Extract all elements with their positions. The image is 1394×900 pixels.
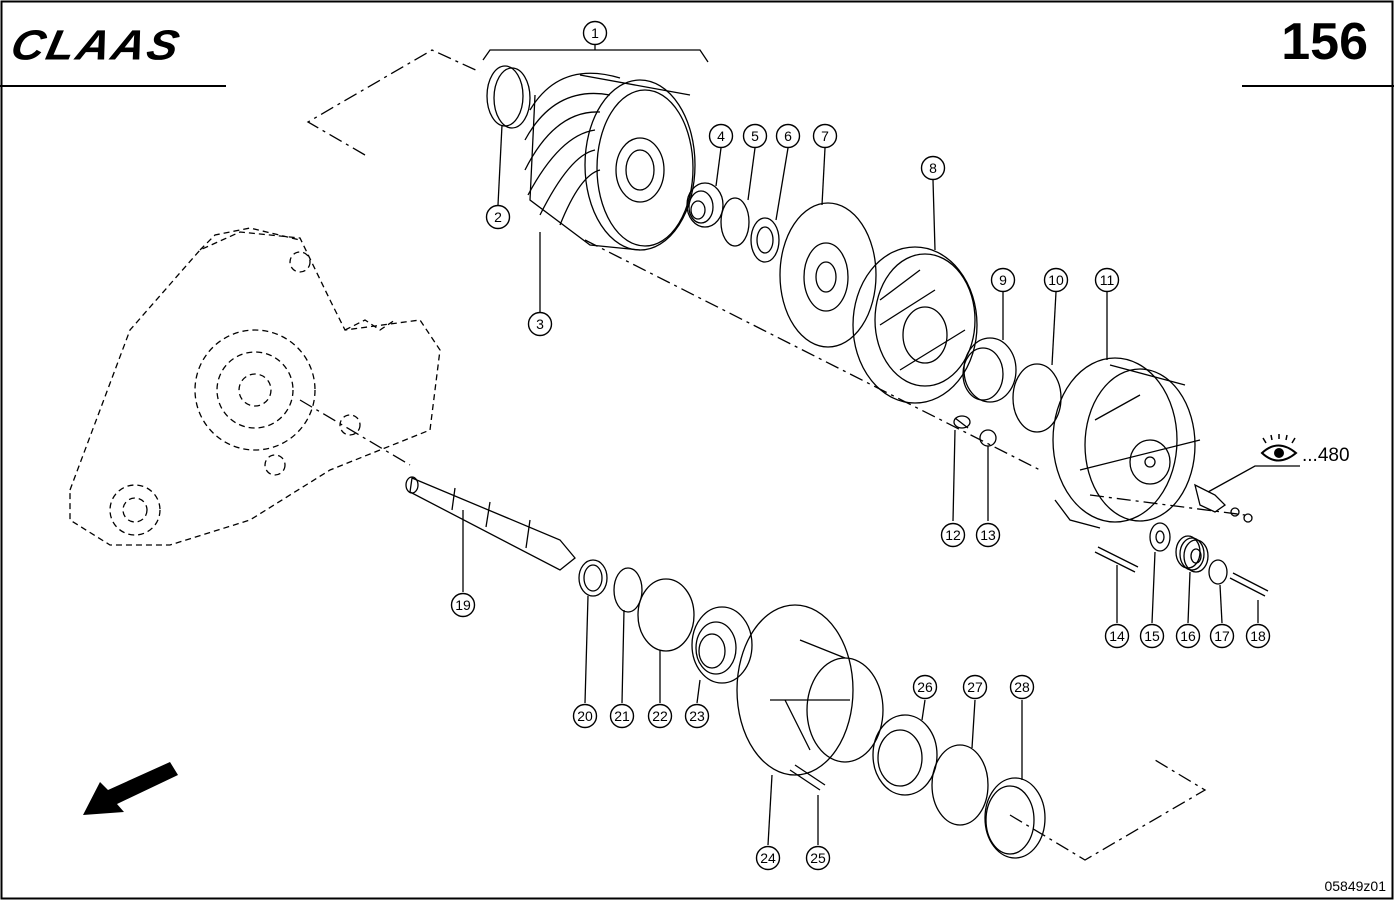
- bearing-26: [872, 714, 938, 796]
- callout-bubble: [684, 703, 710, 729]
- callout-label: 26: [917, 679, 933, 695]
- retaining-ring-2: [486, 65, 531, 129]
- clutch-disc-7: [779, 202, 877, 348]
- callout-bubble: [1245, 623, 1271, 649]
- axis-main: [584, 239, 1041, 471]
- washer-17: [1208, 559, 1228, 585]
- callout-label: 7: [821, 128, 829, 144]
- callout-bubble: [755, 845, 781, 871]
- callout-label: 9: [999, 272, 1007, 288]
- callout-bubble: [1009, 674, 1035, 700]
- callout-label: 17: [1214, 628, 1230, 644]
- callout-label: 13: [980, 527, 996, 543]
- callout-bubble: [1094, 267, 1120, 293]
- ring-20: [578, 559, 608, 597]
- shaft-19: [405, 476, 576, 571]
- eye-reference-text: ...480: [1302, 445, 1350, 466]
- drawing-reference: 05849z01: [1324, 878, 1386, 894]
- callout-bubble: [450, 592, 476, 618]
- eye-icon: [1260, 434, 1298, 462]
- callout-bubble: [1139, 623, 1165, 649]
- axis-top-left: [306, 49, 481, 156]
- pulley-assembly: [524, 72, 696, 251]
- callout-label: 23: [689, 708, 705, 724]
- gearbox-housing: [69, 227, 441, 546]
- callout-label: 25: [810, 850, 826, 866]
- bearing-housing-24: [736, 604, 884, 776]
- callout-bubble: [485, 204, 511, 230]
- callout-label: 20: [577, 708, 593, 724]
- ring-22: [637, 578, 695, 652]
- ring-27: [931, 744, 989, 826]
- bearing-23: [691, 606, 753, 684]
- page-number: 156: [1281, 13, 1368, 71]
- callout-bubble: [940, 522, 966, 548]
- callout-label: 18: [1250, 628, 1266, 644]
- brand-logo: CLAAS: [6, 21, 186, 69]
- callout-label: 8: [929, 160, 937, 176]
- callout-bubble: [775, 123, 801, 149]
- bolt-14: [1094, 546, 1139, 573]
- circlip-21: [613, 567, 643, 613]
- callout-label: 2: [494, 209, 502, 225]
- ring-28: [984, 777, 1046, 859]
- callout-bubble: [990, 267, 1016, 293]
- callout-bubble: [1104, 623, 1130, 649]
- callout-label: 22: [652, 708, 668, 724]
- spring-16: [1175, 535, 1209, 573]
- cover-11: [1052, 357, 1201, 529]
- callout-label: 6: [784, 128, 792, 144]
- callout-label: 4: [717, 128, 725, 144]
- callout-bubble: [805, 845, 831, 871]
- leader-lines: [462, 45, 1300, 846]
- bracket-1: [482, 49, 709, 63]
- callout-bubble: [609, 703, 635, 729]
- callout-label: 14: [1109, 628, 1125, 644]
- circlip-5: [720, 197, 750, 247]
- callout-bubble: [1175, 623, 1201, 649]
- washer-15: [1149, 522, 1171, 552]
- callout-bubble: [708, 123, 734, 149]
- callout-bubble: [1209, 623, 1235, 649]
- callout-bubble: [975, 522, 1001, 548]
- callout-label: 11: [1100, 272, 1115, 288]
- callout-label: 1: [591, 25, 599, 41]
- callout-bubble: [527, 311, 553, 337]
- callout-bubble: [742, 123, 768, 149]
- callout-label: 21: [614, 708, 630, 724]
- callout-label: 12: [945, 527, 961, 543]
- callout-bubble: [582, 20, 608, 46]
- callout-label: 16: [1180, 628, 1196, 644]
- callout-label: 28: [1014, 679, 1030, 695]
- callout-label: 19: [455, 597, 471, 613]
- screw-25: [789, 764, 826, 791]
- pressure-plate-8: [852, 246, 978, 404]
- bolt-18: [1229, 572, 1269, 597]
- callout-label: 10: [1048, 272, 1064, 288]
- callout-bubble: [920, 155, 946, 181]
- callout-bubble: [1043, 267, 1069, 293]
- callout-bubble: [912, 674, 938, 700]
- callout-label: 27: [967, 679, 983, 695]
- pin-12: [953, 415, 971, 429]
- callout-bubble: [962, 674, 988, 700]
- callout-label: 15: [1144, 628, 1160, 644]
- callout-bubble: [647, 703, 673, 729]
- callout-label: 5: [751, 128, 759, 144]
- callout-bubble: [572, 703, 598, 729]
- axis-bottom-right: [1009, 759, 1207, 861]
- callout-label: 3: [536, 316, 544, 332]
- callout-bubble: [812, 123, 838, 149]
- washer-6: [750, 217, 780, 263]
- direction-arrow-icon: [83, 762, 178, 815]
- lube-fitting: [1194, 483, 1253, 523]
- bearing-4: [686, 182, 724, 228]
- callout-label: 24: [760, 850, 776, 866]
- axis-shaft: [299, 399, 411, 466]
- ring-9: [962, 337, 1017, 403]
